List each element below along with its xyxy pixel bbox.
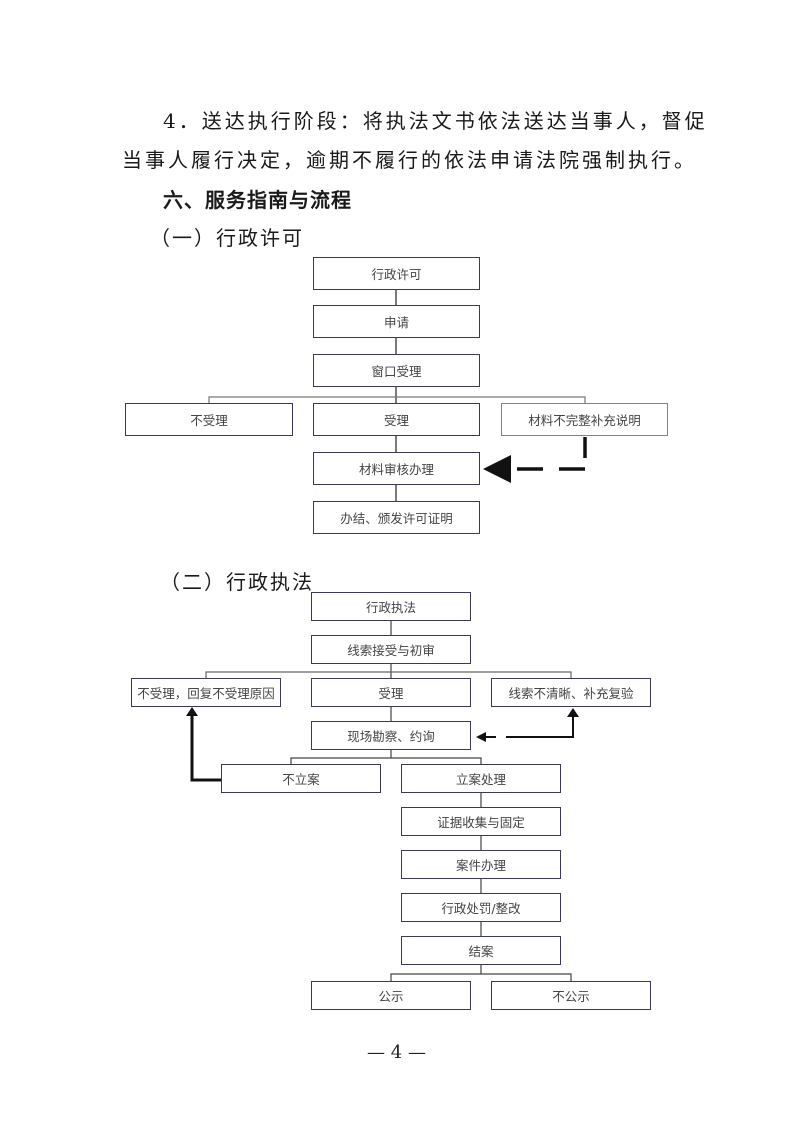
paragraph-line-1: 4．送达执行阶段：将执法文书依法送达当事人，督促 [163,109,708,133]
flow1-node-supplement: 材料不完整补充说明 [501,403,668,436]
page-number: — 4 — [367,1042,426,1063]
flow1-heading: （一）行政许可 [150,226,304,250]
flow2-node-no-publish: 不公示 [491,981,651,1010]
paragraph-line-2: 当事人履行决定，逾期不履行的依法申请法院强制执行。 [122,148,697,172]
flow1-node-accept: 受理 [313,403,480,436]
flow2-node-publish: 公示 [311,981,471,1010]
flow2-node-evidence: 证据收集与固定 [401,807,561,836]
flow1-node-review: 材料审核办理 [313,452,480,485]
flow2-node-inspect: 现场勘察、约询 [311,721,471,750]
flow2-node-no-case: 不立案 [221,764,381,793]
flow2-node-penalty: 行政处罚/整改 [401,893,561,922]
flow2-heading: （二）行政执法 [160,570,314,594]
flow1-node-start: 行政许可 [313,257,480,290]
flow2-node-reject: 不受理，回复不受理原因 [131,678,281,707]
flow2-node-start: 行政执法 [311,592,471,621]
flow2-connectors [205,620,572,981]
flow2-solid-arrow [186,707,222,782]
flow2-node-handle: 案件办理 [401,850,561,879]
section-heading: 六、服务指南与流程 [163,188,352,212]
flow2-node-close: 结案 [401,936,561,965]
flow2-dashed-arrow [476,708,579,742]
flow1-node-issue: 办结、颁发许可证明 [313,501,480,534]
flow1-node-apply: 申请 [313,305,480,338]
flow1-connectors [208,290,586,501]
flow1-dashed-arrow [483,437,587,483]
flow2-node-unclear: 线索不清晰、补充复验 [491,678,651,707]
flow1-node-window: 窗口受理 [313,354,480,387]
flow2-node-clue: 线索接受与初审 [311,635,471,664]
flow2-node-file-case: 立案处理 [401,764,561,793]
flow1-node-reject: 不受理 [125,403,293,436]
flow2-node-accept: 受理 [311,678,471,707]
